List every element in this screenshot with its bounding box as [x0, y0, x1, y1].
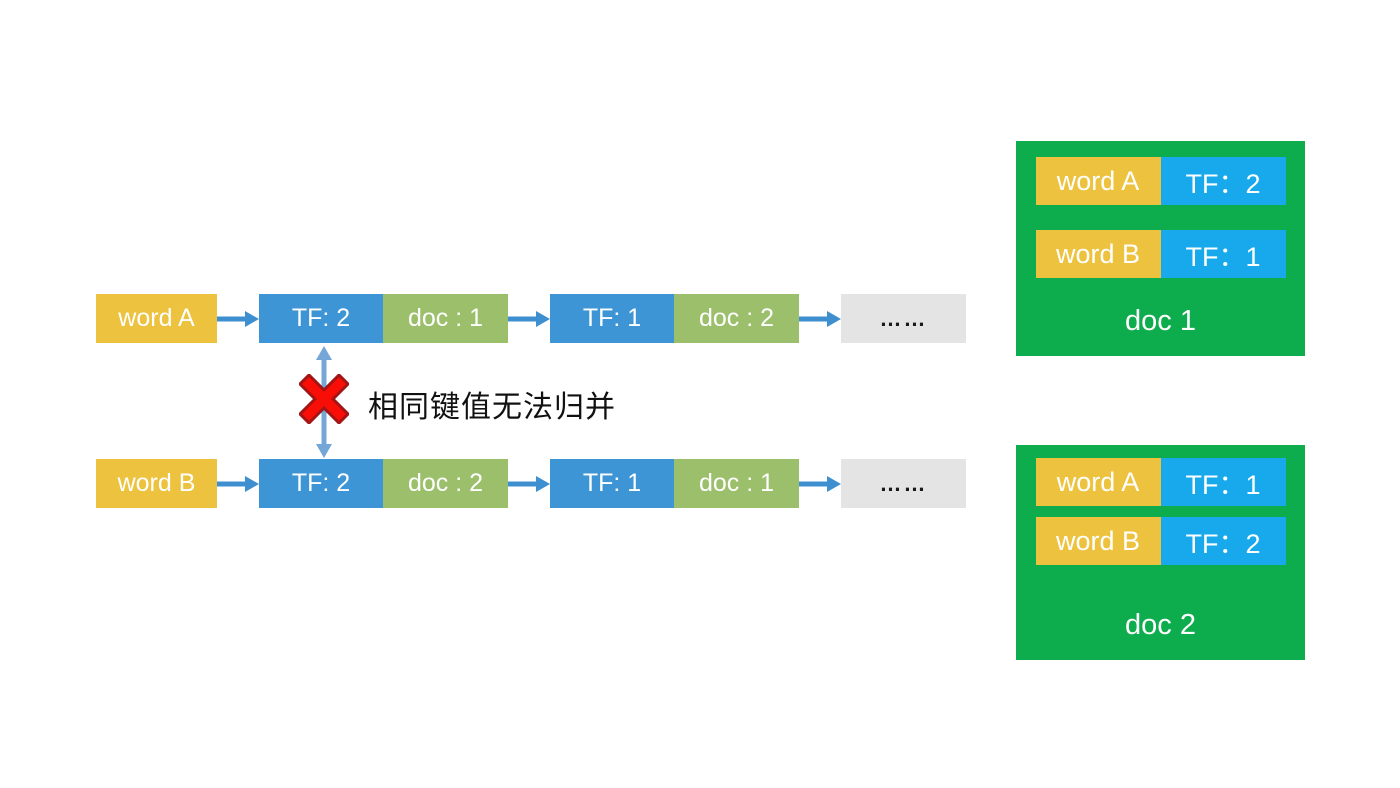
- doc2-panel: word A TF：1 word B TF：2 doc 2: [1016, 445, 1305, 660]
- doc-box: doc : 1: [383, 294, 508, 343]
- conflict-note-text: 相同键值无法归并: [368, 391, 616, 424]
- doc-box: doc : 2: [383, 459, 508, 508]
- doc1-rows: word A TF：2 word B TF：1: [1016, 141, 1305, 278]
- ellipsis-box: ……: [841, 294, 966, 343]
- posting-node: TF: 2 doc : 2: [259, 459, 508, 508]
- arrow-right-icon: [217, 310, 259, 327]
- ellipsis-box: ……: [841, 459, 966, 508]
- arrow-right-icon: [217, 475, 259, 492]
- tf-box: TF: 1: [550, 459, 674, 508]
- tf-box: TF: 2: [259, 459, 383, 508]
- doc-term-row: word B TF：1: [1035, 230, 1286, 278]
- tf-box: TF：2: [1160, 157, 1286, 205]
- doc-box: doc : 1: [674, 459, 799, 508]
- arrow-right-icon: [508, 475, 550, 492]
- red-x-icon: [299, 374, 349, 424]
- arrow-right-icon: [799, 310, 841, 327]
- tf-box: TF: 2: [259, 294, 383, 343]
- arrow-right-icon: [508, 310, 550, 327]
- doc2-rows: word A TF：1 word B TF：2: [1016, 445, 1305, 565]
- word-key-box: word A: [1035, 458, 1161, 506]
- posting-node: TF: 1 doc : 2: [550, 294, 799, 343]
- word-key-box: word A: [96, 294, 217, 343]
- doc-term-row: word A TF：1: [1035, 458, 1286, 506]
- tf-box: TF：2: [1160, 517, 1286, 565]
- tf-box: TF：1: [1160, 458, 1286, 506]
- word-key-box: word B: [1035, 517, 1161, 565]
- doc-term-row: word B TF：2: [1035, 517, 1286, 565]
- word-key-box: word B: [96, 459, 217, 508]
- doc-box: doc : 2: [674, 294, 799, 343]
- postings-chain-word-b: word B TF: 2 doc : 2 TF: 1 doc : 1 ……: [96, 459, 966, 508]
- doc-term-row: word A TF：2: [1035, 157, 1286, 205]
- tf-box: TF：1: [1160, 230, 1286, 278]
- postings-chain-word-a: word A TF: 2 doc : 1 TF: 1 doc : 2 ……: [96, 294, 966, 343]
- arrow-right-icon: [799, 475, 841, 492]
- word-key-box: word A: [1035, 157, 1161, 205]
- word-key-box: word B: [1035, 230, 1161, 278]
- posting-node: TF: 1 doc : 1: [550, 459, 799, 508]
- doc-label: doc 1: [1125, 305, 1196, 337]
- tf-box: TF: 1: [550, 294, 674, 343]
- doc1-panel: word A TF：2 word B TF：1 doc 1: [1016, 141, 1305, 356]
- posting-node: TF: 2 doc : 1: [259, 294, 508, 343]
- doc-label: doc 2: [1125, 609, 1196, 641]
